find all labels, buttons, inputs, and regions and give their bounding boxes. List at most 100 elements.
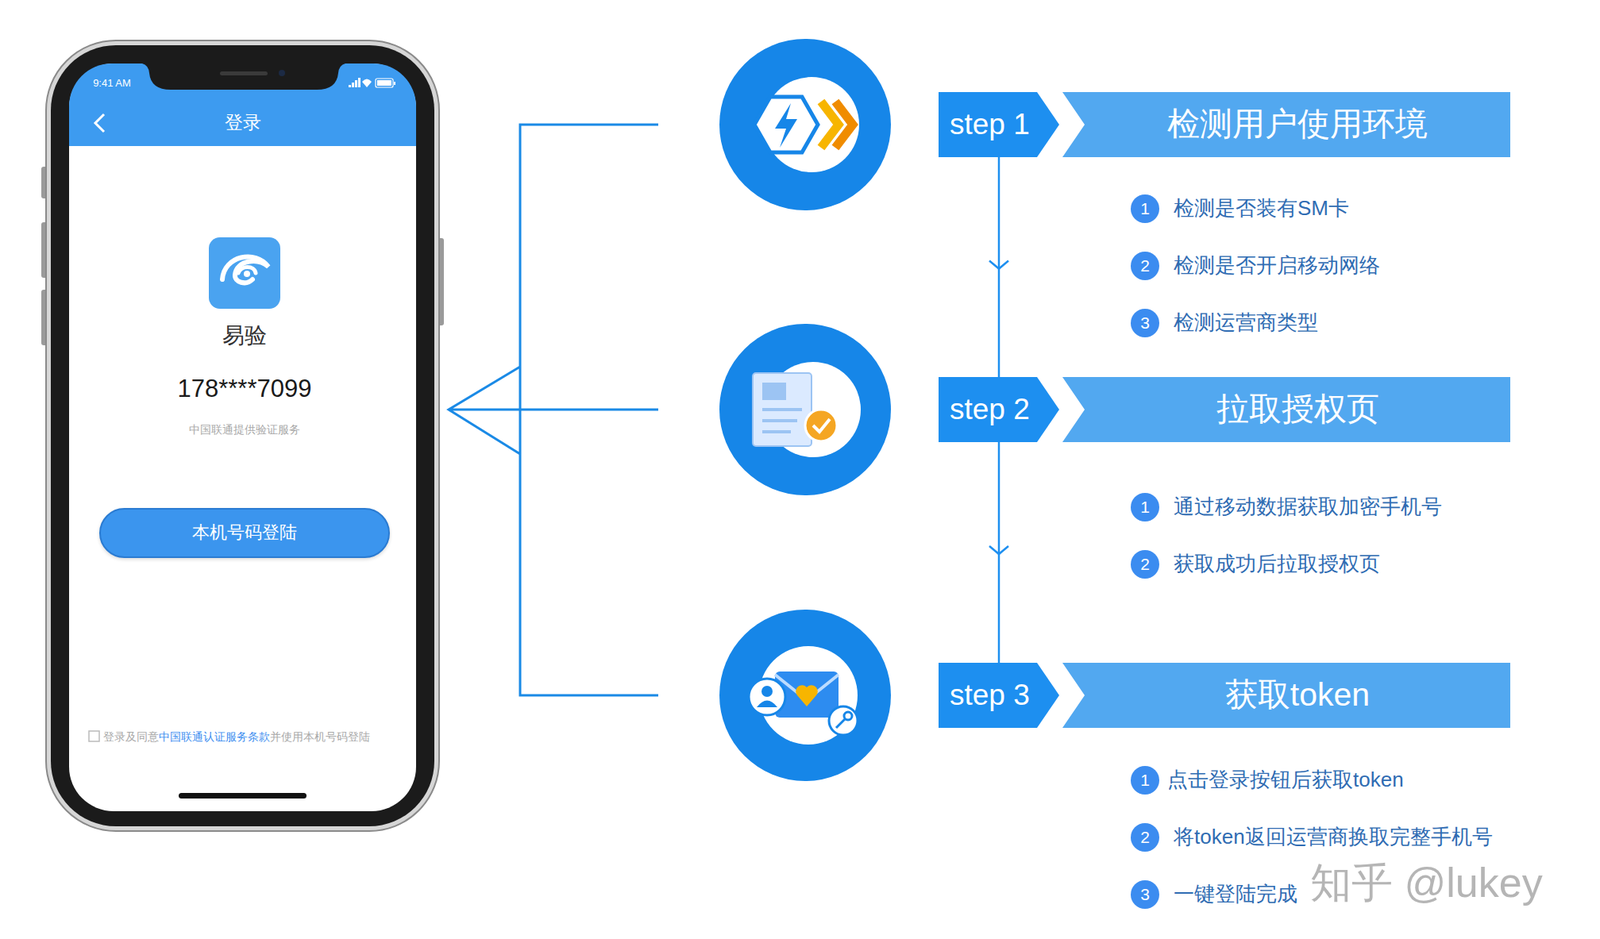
step-tab-shape <box>938 377 1060 443</box>
band-text: 拉取授权页 <box>1216 389 1380 429</box>
header-text: 登录 <box>224 111 262 135</box>
item-number: 2 <box>1130 550 1160 579</box>
chevron-symbol <box>835 101 853 148</box>
step-item-text: 将token返回运营商换取完整手机号 <box>1173 825 1493 850</box>
icon-disc <box>719 609 891 782</box>
watermark: 知乎 @lukey <box>1310 858 1543 908</box>
phone-bezel <box>50 45 435 827</box>
callout-number: 1 <box>1140 198 1150 219</box>
battery-level <box>377 80 392 86</box>
document-line <box>762 408 802 412</box>
callout-number: 3 <box>1140 312 1150 333</box>
signal-bar <box>358 77 361 88</box>
callout-number: 1 <box>1140 770 1150 791</box>
item-number: 2 <box>1130 823 1160 853</box>
step-icon-auth-page <box>719 323 891 496</box>
step-title-band: 检测用户使用环境 <box>1062 92 1511 158</box>
screen-header-bar: 登录 <box>69 63 417 147</box>
key-shaft <box>836 719 845 729</box>
home-indicator <box>178 793 307 799</box>
node-outline <box>69 63 417 147</box>
agreement-text: 并使用本机号码登陆 <box>269 730 371 745</box>
phone-screen <box>69 63 417 812</box>
callout-number: 2 <box>1140 827 1150 848</box>
item-number: 3 <box>1130 308 1160 338</box>
step-icon-token <box>719 609 891 782</box>
tab-text: step 1 <box>949 107 1030 143</box>
band-shape <box>1062 92 1511 158</box>
step-item-text: 一键登陆完成 <box>1173 882 1298 907</box>
app-icon-swirl <box>222 256 269 283</box>
battery-outline <box>375 78 394 88</box>
header-shape <box>69 63 417 147</box>
document-line <box>762 430 791 434</box>
flow-connector <box>998 442 1001 664</box>
check-badge <box>805 409 837 442</box>
wifi-symbol <box>362 79 372 89</box>
signal-bar <box>351 82 355 88</box>
icon-disc <box>719 323 891 496</box>
person-body <box>756 701 778 709</box>
agreement-link: 中国联通认证服务条款 <box>158 730 270 745</box>
step-title-band: 获取token <box>1062 663 1511 729</box>
step-item-text: 点击登录按钮后获取token <box>1167 767 1404 793</box>
flow-connector <box>998 157 1001 378</box>
battery-nub <box>393 81 396 85</box>
notch-speaker <box>219 71 268 76</box>
band-text: 检测用户使用环境 <box>1167 104 1428 144</box>
step-item-text: 检测是否装有SM卡 <box>1173 196 1350 221</box>
item-number: 3 <box>1130 880 1160 910</box>
tab-text: step 2 <box>949 392 1030 428</box>
button-text: 本机号码登陆 <box>192 522 297 544</box>
app-icon-dot <box>243 270 251 278</box>
item-number: 1 <box>1130 194 1160 224</box>
lightning-symbol <box>774 103 798 148</box>
bracket-lines <box>448 124 659 696</box>
step-icon-detect <box>719 38 891 211</box>
check-mark <box>813 419 830 432</box>
step-title-band: 拉取授权页 <box>1062 377 1511 443</box>
key-ring <box>844 712 853 721</box>
icon-disc <box>719 38 891 211</box>
key-badge <box>828 706 858 736</box>
document-picture <box>762 382 787 401</box>
band-shape <box>1062 663 1511 729</box>
person-badge <box>748 678 786 716</box>
heart-symbol <box>795 685 818 707</box>
agreement-text: 登录及同意 <box>103 730 159 745</box>
callout-number: 1 <box>1140 497 1150 517</box>
status-time: 9:41 AM <box>92 77 132 90</box>
service-note: 中国联通提供验证服务 <box>188 423 301 437</box>
step-tab: step 1 <box>938 92 1060 158</box>
step-item-text: 检测是否开启移动网络 <box>1173 253 1381 278</box>
phone-notch <box>142 63 346 90</box>
band-text: 获取token <box>1225 675 1370 715</box>
back-chevron <box>95 114 105 132</box>
document-line <box>762 419 798 423</box>
step-item-text: 获取成功后拉取授权页 <box>1173 551 1381 577</box>
phone-mockup <box>41 40 444 832</box>
signal-bar <box>354 80 358 88</box>
person-head <box>761 686 773 698</box>
document-symbol <box>752 373 812 447</box>
phone-shell <box>46 40 440 832</box>
login-button: 本机号码登陆 <box>99 508 390 559</box>
callout-number: 2 <box>1140 554 1150 575</box>
step-tab: step 3 <box>938 663 1060 729</box>
item-number: 1 <box>1130 493 1160 522</box>
hexagon-symbol <box>754 96 818 153</box>
masked-phone-number: 178****7099 <box>177 373 313 404</box>
step-tab: step 2 <box>938 377 1060 443</box>
band-shape <box>1062 377 1511 443</box>
step-tab-shape <box>938 92 1060 158</box>
signal-bar <box>348 84 351 88</box>
step-item-text: 检测运营商类型 <box>1173 310 1319 336</box>
notch-camera <box>278 69 286 77</box>
agree-checkbox <box>88 731 100 742</box>
step-item-text: 通过移动数据获取加密手机号 <box>1173 494 1442 520</box>
item-number: 1 <box>1130 766 1160 795</box>
callout-number: 3 <box>1140 884 1150 905</box>
step-tab-shape <box>938 663 1060 729</box>
